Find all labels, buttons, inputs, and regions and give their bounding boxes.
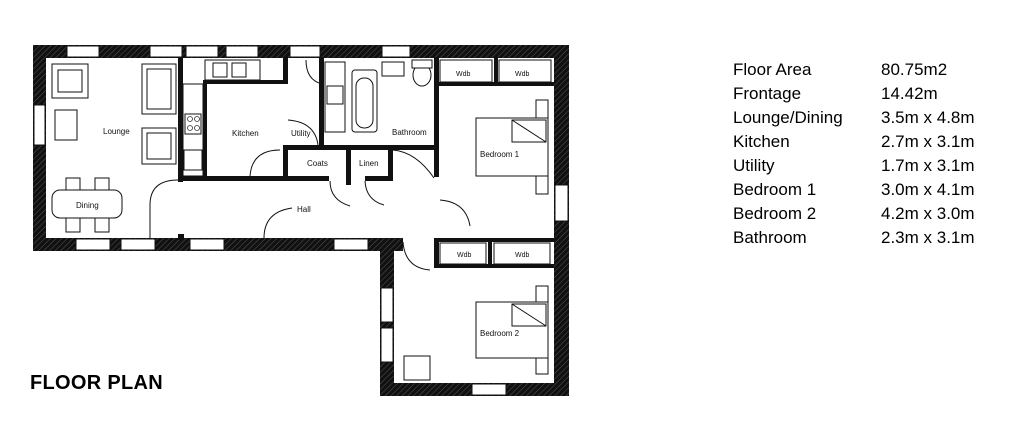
spec-label: Utility xyxy=(733,156,775,175)
bedroom2-fittings xyxy=(403,285,549,381)
room-labels: Lounge Dining Kitchen Utility Bathroom C… xyxy=(76,71,530,338)
label-dining: Dining xyxy=(76,201,99,210)
spec-value: 3.0m x 4.1m xyxy=(881,180,975,199)
label-wdb-2: Wdb xyxy=(515,71,530,78)
lounge-furniture xyxy=(51,63,177,165)
spec-value: 3.5m x 4.8m xyxy=(881,108,975,127)
spec-value: 14.42m xyxy=(881,84,938,103)
spec-label: Lounge/Dining xyxy=(733,108,843,127)
label-utility: Utility xyxy=(291,129,311,138)
spec-row: Lounge/Dining 3.5m x 4.8m xyxy=(733,106,975,130)
spec-value: 1.7m x 3.1m xyxy=(881,156,975,175)
spec-row: Bedroom 2 4.2m x 3.0m xyxy=(733,202,975,226)
kitchen-fittings xyxy=(182,59,346,177)
bedroom1-fittings xyxy=(475,99,549,195)
spec-row: Bedroom 1 3.0m x 4.1m xyxy=(733,178,975,202)
spec-label: Floor Area xyxy=(733,60,812,79)
spec-label: Kitchen xyxy=(733,132,790,151)
label-hall: Hall xyxy=(297,205,311,214)
spec-row: Floor Area 80.75m2 xyxy=(733,58,975,82)
label-coats: Coats xyxy=(307,159,328,168)
spec-label: Bathroom xyxy=(733,228,807,247)
spec-value: 4.2m x 3.0m xyxy=(881,204,975,223)
label-linen: Linen xyxy=(359,159,379,168)
spec-label: Bedroom 1 xyxy=(733,180,817,199)
spec-value: 80.75m2 xyxy=(881,60,948,79)
label-kitchen: Kitchen xyxy=(232,129,259,138)
spec-row: Kitchen 2.7m x 3.1m xyxy=(733,130,975,154)
wardrobes xyxy=(439,59,552,265)
spec-row: Bathroom 2.3m x 3.1m xyxy=(733,226,975,250)
label-wdb-3: Wdb xyxy=(457,252,472,259)
floor-plan-diagram: Lounge Dining Kitchen Utility Bathroom C… xyxy=(33,45,569,396)
doors xyxy=(149,59,471,271)
label-wdb-4: Wdb xyxy=(515,252,530,259)
specs-table: Floor Area 80.75m2 Frontage 14.42m Loung… xyxy=(733,58,975,250)
label-wdb-1: Wdb xyxy=(456,71,471,78)
bathroom-fittings xyxy=(351,59,433,133)
label-lounge: Lounge xyxy=(103,127,130,136)
spec-value: 2.3m x 3.1m xyxy=(881,228,975,247)
spec-value: 2.7m x 3.1m xyxy=(881,132,975,151)
plan-title: FLOOR PLAN xyxy=(30,372,163,394)
spec-row: Frontage 14.42m xyxy=(733,82,975,106)
spec-row: Utility 1.7m x 3.1m xyxy=(733,154,975,178)
label-bedroom1: Bedroom 1 xyxy=(480,150,520,159)
windows xyxy=(33,45,569,396)
label-bedroom2: Bedroom 2 xyxy=(480,329,520,338)
interior-walls xyxy=(178,57,554,268)
dining-furniture xyxy=(51,177,123,233)
label-bathroom: Bathroom xyxy=(392,128,427,137)
spec-label: Frontage xyxy=(733,84,802,103)
spec-label: Bedroom 2 xyxy=(733,204,817,223)
